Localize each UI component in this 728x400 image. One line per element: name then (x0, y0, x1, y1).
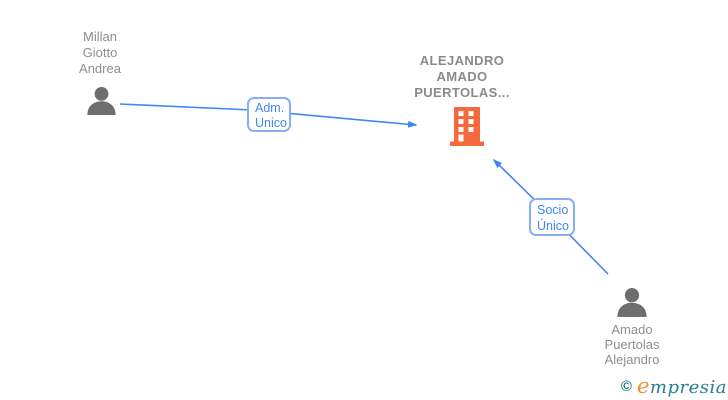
edge-label-adm-unico: Adm. Unico (247, 97, 291, 132)
building-icon[interactable] (450, 106, 484, 146)
node-label-line: Alejandro (604, 352, 660, 367)
node-label-line: Millan (83, 29, 117, 44)
logo-initial: e (636, 374, 650, 398)
node-label-line: Puertolas (604, 337, 660, 352)
copyright-icon: © (620, 377, 632, 395)
edge-label-line: Único (537, 219, 569, 233)
edge-label-line: Socio (537, 203, 569, 217)
node-label-line: AMADO (436, 69, 488, 84)
node-label-amado-puertolas-alejandro[interactable]: Amado Puertolas Alejandro (552, 322, 712, 367)
node-label-line: Andrea (79, 61, 121, 76)
empresia-logo: empresia (637, 374, 727, 398)
person-icon[interactable] (87, 87, 116, 115)
node-label-line: ALEJANDRO (419, 53, 505, 68)
node-label-alejandro-amado-puertolas[interactable]: ALEJANDRO AMADO PUERTOLAS... (382, 53, 542, 101)
person-icon[interactable] (617, 288, 647, 317)
node-label-line: Amado (611, 322, 653, 337)
edge-label-line: Unico (255, 116, 287, 130)
edge-label-socio-unico: Socio Único (529, 198, 575, 236)
node-label-line: PUERTOLAS... (414, 85, 510, 100)
logo-rest: mpresia (649, 377, 727, 398)
empresia-watermark: © empresia (621, 374, 727, 398)
node-label-millan-giotto-andrea[interactable]: Millan Giotto Andrea (30, 29, 170, 77)
edge-label-line: Adm. (255, 101, 285, 115)
node-label-line: Giotto (82, 45, 118, 60)
